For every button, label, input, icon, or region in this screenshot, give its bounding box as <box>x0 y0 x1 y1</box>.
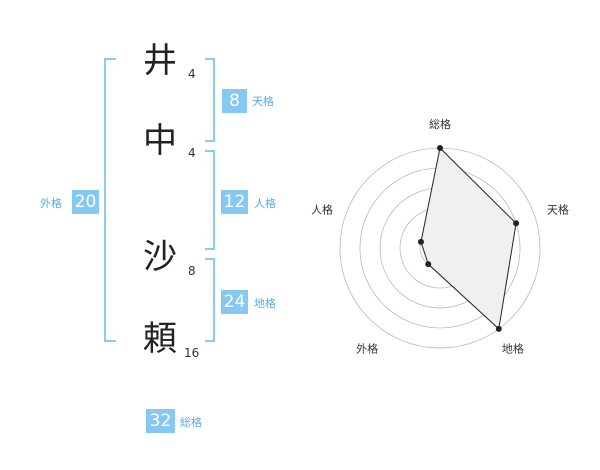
radar-polygon <box>420 146 517 330</box>
radar-axis-label-3: 地格 <box>502 341 524 355</box>
tenkaku-label: 天格 <box>252 95 274 108</box>
stroke-count-4: 16 <box>184 346 200 360</box>
tenkaku-bracket <box>205 58 215 142</box>
radar-axis-label-5: 人格 <box>311 203 333 217</box>
name-char-1: 井 <box>143 41 177 81</box>
stroke-count-3: 8 <box>188 264 196 278</box>
chikaku-bracket <box>205 258 215 342</box>
radar-series <box>417 145 520 332</box>
radar-point-3 <box>495 325 502 332</box>
chikaku-label: 地格 <box>254 297 276 310</box>
radar-point-2 <box>513 220 520 227</box>
radar-axis-label-1: 総格 <box>429 117 451 131</box>
stroke-count-2: 4 <box>188 146 196 160</box>
name-char-3: 沙 <box>143 237 177 277</box>
stroke-count-1: 4 <box>188 67 196 81</box>
radar-point-1 <box>437 145 443 151</box>
jinkaku-bracket <box>205 150 215 250</box>
chikaku-value-badge: 24 <box>221 290 248 314</box>
radar-axis-label-2: 天格 <box>547 203 569 217</box>
gaikaku-bracket <box>104 58 116 342</box>
gaikaku-value-badge: 20 <box>72 190 99 214</box>
soukaku-value-badge: 32 <box>146 409 175 433</box>
gaikaku-label: 外格 <box>40 197 62 210</box>
name-char-2: 中 <box>143 121 177 161</box>
tenkaku-value-badge: 8 <box>222 89 247 113</box>
radar-point-5 <box>417 238 424 245</box>
jinkaku-label: 人格 <box>254 197 276 210</box>
radar-axis-label-4: 外格 <box>356 341 378 355</box>
name-char-4: 頼 <box>143 319 177 359</box>
jinkaku-value-badge: 12 <box>221 190 248 214</box>
soukaku-label: 総格 <box>180 416 202 429</box>
radar-point-4 <box>425 261 432 268</box>
